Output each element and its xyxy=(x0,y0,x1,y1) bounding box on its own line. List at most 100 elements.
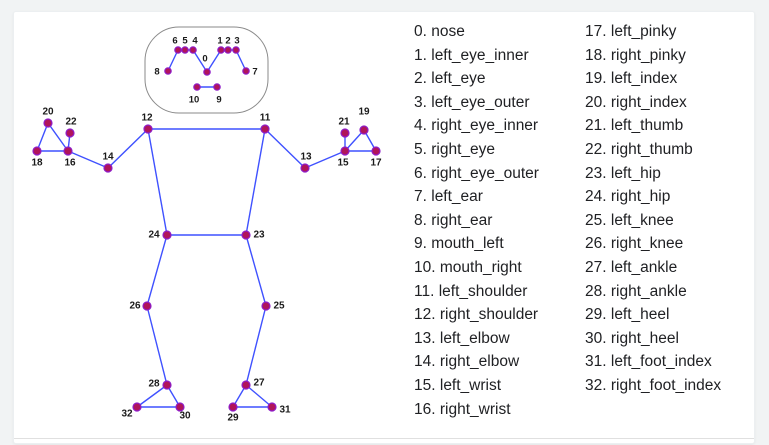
landmark-point-5 xyxy=(181,46,189,54)
legend-item-10: 10. mouth_right xyxy=(414,256,539,280)
legend-index: 24. xyxy=(585,188,607,206)
landmark-point-32 xyxy=(132,402,142,412)
landmark-point-18 xyxy=(32,146,42,156)
legend-name: left_eye xyxy=(426,70,486,88)
legend-name: nose xyxy=(426,23,465,40)
landmark-point-31 xyxy=(267,402,277,412)
landmark-label-32: 32 xyxy=(121,409,133,420)
legend-index: 8. xyxy=(414,211,427,229)
landmark-point-14 xyxy=(103,163,113,173)
legend-index: 12. xyxy=(414,306,436,324)
legend-name: right_heel xyxy=(606,329,679,347)
legend-item-23: 23. left_hip xyxy=(585,162,721,186)
connection-24-26 xyxy=(146,234,168,307)
legend-index: 10. xyxy=(414,258,436,276)
landmark-label-2: 2 xyxy=(225,36,230,47)
landmark-point-1 xyxy=(217,46,225,54)
legend-index: 25. xyxy=(585,211,607,229)
landmark-label-4: 4 xyxy=(192,36,198,47)
landmark-point-22 xyxy=(65,128,75,138)
connection-25-27 xyxy=(245,305,267,386)
legend-index: 23. xyxy=(585,164,607,182)
legend-index: 27. xyxy=(585,258,607,276)
legend-item-20: 20. right_index xyxy=(585,91,721,115)
connection-12-14 xyxy=(107,128,149,169)
connection-0-4 xyxy=(192,49,208,73)
legend-name: left_wrist xyxy=(435,376,502,394)
landmark-point-0 xyxy=(203,68,211,76)
legend-name: left_pinky xyxy=(606,23,677,40)
legend-item-17: 17. left_pinky xyxy=(585,20,721,44)
connection-13-15 xyxy=(304,150,346,169)
connection-23-25 xyxy=(245,234,267,307)
landmark-point-17 xyxy=(371,146,381,156)
legend-item-13: 13. left_elbow xyxy=(414,327,539,351)
legend-item-5: 5. right_eye xyxy=(414,138,539,162)
landmark-label-29: 29 xyxy=(227,413,239,424)
legend-name: left_heel xyxy=(606,306,670,324)
connection-0-1 xyxy=(206,49,222,73)
legend-item-12: 12. right_shoulder xyxy=(414,303,539,327)
legend-name: right_shoulder xyxy=(435,306,539,324)
landmark-point-29 xyxy=(228,402,238,412)
legend-index: 3. xyxy=(414,93,427,111)
legend-item-11: 11. left_shoulder xyxy=(414,280,539,304)
connection-27-31 xyxy=(245,384,273,408)
legend-item-15: 15. left_wrist xyxy=(414,374,539,398)
landmark-label-26: 26 xyxy=(129,301,141,312)
legend-name: right_hip xyxy=(606,188,671,206)
legend-item-14: 14. right_elbow xyxy=(414,350,539,374)
landmark-label-18: 18 xyxy=(31,158,43,169)
legend-index: 28. xyxy=(585,282,607,300)
legend-name: mouth_right xyxy=(435,258,522,276)
legend-index: 26. xyxy=(585,235,607,253)
landmark-label-0: 0 xyxy=(202,54,207,65)
legend-name: mouth_left xyxy=(426,235,504,253)
landmark-point-24 xyxy=(162,230,172,240)
legend-name: right_wrist xyxy=(435,400,511,418)
legend-item-31: 31. left_foot_index xyxy=(585,350,721,374)
legend-item-0: 0. nose xyxy=(414,20,539,44)
legend-item-25: 25. left_knee xyxy=(585,209,721,233)
landmark-label-11: 11 xyxy=(260,113,271,124)
landmark-label-25: 25 xyxy=(273,301,285,312)
connection-28-32 xyxy=(136,384,168,408)
landmark-point-27 xyxy=(241,380,251,390)
connection-3-7 xyxy=(235,49,247,72)
legend-index: 21. xyxy=(585,117,607,135)
legend-item-29: 29. left_heel xyxy=(585,303,721,327)
landmark-point-30 xyxy=(175,402,185,412)
landmark-label-15: 15 xyxy=(337,158,349,169)
legend-index: 2. xyxy=(414,70,427,88)
legend-name: right_eye xyxy=(426,140,496,158)
legend-name: left_ear xyxy=(426,188,483,206)
legend-name: right_eye_inner xyxy=(426,117,539,135)
legend-index: 11. xyxy=(414,282,435,300)
legend-name: right_thumb xyxy=(606,140,693,158)
card-divider xyxy=(14,438,754,439)
legend-name: left_eye_inner xyxy=(426,46,529,64)
landmark-label-19: 19 xyxy=(358,107,370,118)
landmark-point-21 xyxy=(340,128,350,138)
legend-item-21: 21. left_thumb xyxy=(585,114,721,138)
legend-item-16: 16. right_wrist xyxy=(414,398,539,422)
landmark-point-11 xyxy=(260,124,270,134)
legend-name: left_foot_index xyxy=(606,353,712,371)
legend-name: left_ankle xyxy=(606,258,678,276)
landmark-label-24: 24 xyxy=(148,230,160,241)
landmark-label-3: 3 xyxy=(234,36,239,47)
landmark-point-28 xyxy=(162,380,172,390)
legend-index: 20. xyxy=(585,93,607,111)
legend-index: 1. xyxy=(414,46,427,64)
legend-index: 32. xyxy=(585,376,607,394)
legend-index: 4. xyxy=(414,117,427,135)
landmark-label-28: 28 xyxy=(148,379,160,390)
connection-18-20 xyxy=(36,122,49,152)
landmark-point-13 xyxy=(300,163,310,173)
legend-index: 17. xyxy=(585,23,607,40)
legend-item-30: 30. right_heel xyxy=(585,327,721,351)
landmark-point-15 xyxy=(340,146,350,156)
legend-name: right_pinky xyxy=(606,46,686,64)
